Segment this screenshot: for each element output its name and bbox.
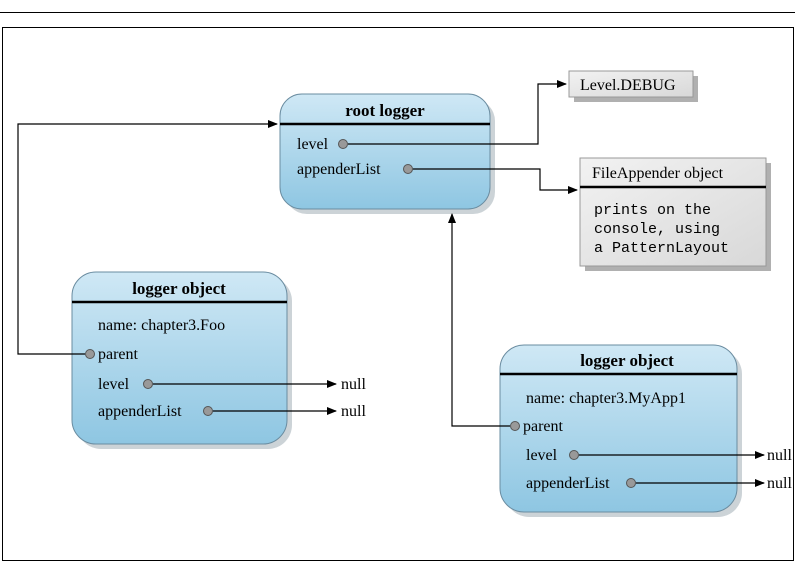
- myapp-level-port: [569, 450, 579, 460]
- logger-foo-title: logger object: [132, 279, 226, 298]
- logger-foo-name: name: chapter3.Foo: [98, 317, 225, 334]
- myapp-appender-port: [626, 478, 636, 488]
- root-appender-arrow: [413, 168, 578, 194]
- foo-appender-port: [203, 406, 213, 416]
- myapp-level-null: null: [767, 447, 792, 464]
- foo-appender-null: null: [341, 403, 366, 420]
- root-level-arrow: [348, 80, 567, 145]
- root-appender-port: [403, 164, 413, 174]
- logger-myapp-parent-label: parent: [523, 418, 564, 435]
- myapp-appender-null: null: [767, 475, 792, 492]
- logger-foo-appenderlist-label: appenderList: [98, 403, 182, 420]
- myapp-parent-port: [510, 421, 520, 431]
- root-logger-appenderlist-label: appenderList: [297, 161, 381, 178]
- file-appender-line-2: console, using: [594, 221, 720, 238]
- top-rule: [0, 0, 795, 13]
- file-appender-title: FileAppender object: [592, 165, 724, 182]
- myapp-parent-arrow: [448, 213, 510, 427]
- file-appender-box: FileAppender object prints on the consol…: [579, 157, 771, 271]
- logger-myapp-name: name: chapter3.MyApp1: [526, 390, 686, 407]
- foo-level-null: null: [341, 376, 366, 393]
- logger-myapp-level-label: level: [526, 447, 558, 464]
- foo-parent-arrow: [17, 120, 278, 355]
- logger-myapp-title: logger object: [580, 351, 674, 370]
- root-logger-level-label: level: [297, 136, 329, 153]
- root-level-port: [338, 139, 348, 149]
- root-logger-title: root logger: [345, 101, 425, 120]
- logger-foo-parent-label: parent: [98, 346, 139, 363]
- level-debug-box: Level.DEBUG: [568, 70, 698, 102]
- logger-foo-node: logger object name: chapter3.Foo parent …: [71, 271, 292, 449]
- diagram-frame: [2, 27, 794, 561]
- logger-foo-level-label: level: [98, 376, 130, 393]
- root-logger-node: root logger level appenderList: [279, 93, 495, 214]
- logger-myapp-appenderlist-label: appenderList: [526, 475, 610, 492]
- foo-parent-port: [85, 349, 95, 359]
- logger-myapp-node: logger object name: chapter3.MyApp1 pare…: [499, 344, 742, 517]
- file-appender-line-1: prints on the: [594, 202, 711, 219]
- level-debug-label: Level.DEBUG: [580, 77, 676, 94]
- file-appender-line-3: a PatternLayout: [594, 240, 729, 257]
- foo-level-port: [143, 379, 153, 389]
